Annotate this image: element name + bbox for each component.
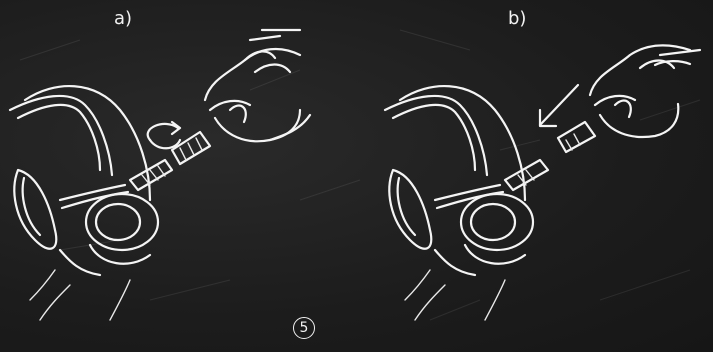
panel-a-label: a): [114, 8, 132, 29]
rotation-arrow-icon: [148, 122, 180, 148]
hand-panel-b: [590, 45, 700, 137]
headset-panel-b: [385, 86, 595, 320]
headset-panel-a: [10, 86, 210, 320]
push-arrow-icon: [540, 85, 578, 126]
panel-b-label: b): [508, 8, 526, 29]
chalk-dust: [20, 30, 700, 320]
hand-panel-a: [205, 30, 310, 141]
step-number-badge: 5: [293, 317, 315, 339]
